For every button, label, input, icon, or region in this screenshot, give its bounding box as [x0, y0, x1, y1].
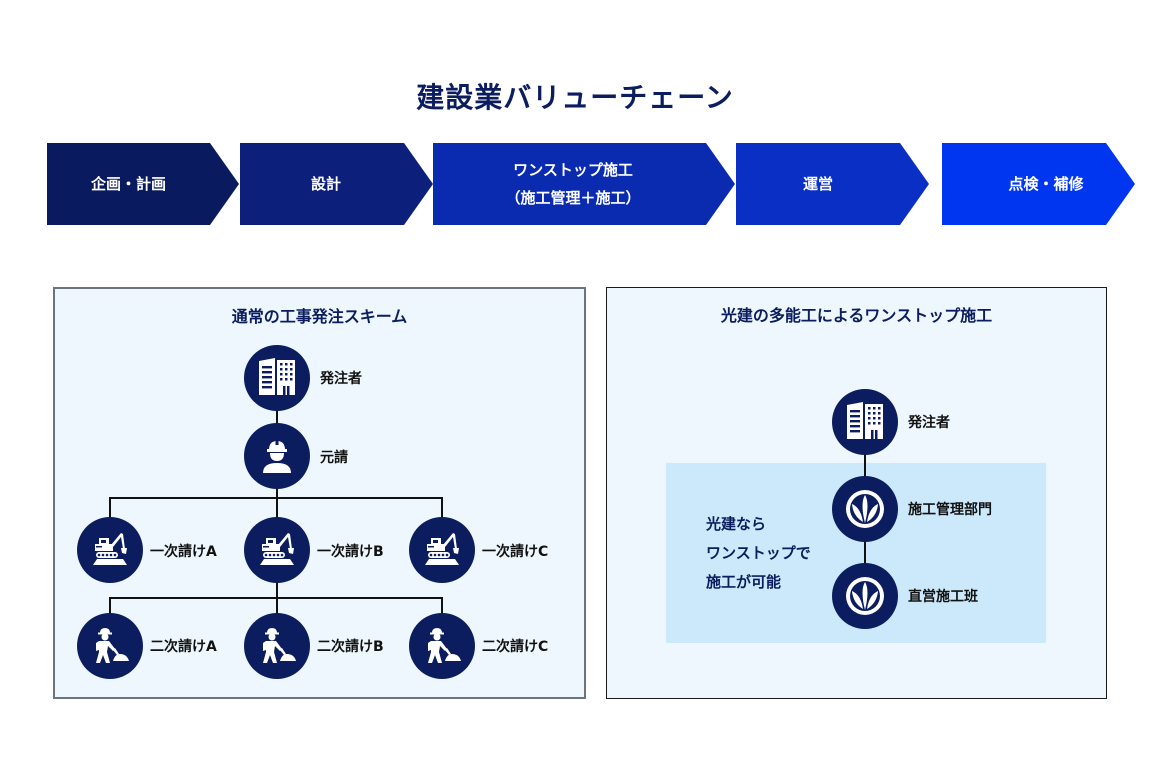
connector-line	[109, 497, 111, 521]
node-label-orderer: 発注者	[908, 415, 950, 431]
panel-title: 光建の多能工によるワンストップ施工	[720, 306, 993, 325]
connector-line	[864, 450, 866, 480]
node-label-crew: 直営施工班	[908, 589, 978, 605]
connector-line	[109, 597, 443, 599]
node-label-prime: 元請	[320, 450, 348, 466]
node-label-first-tier-c: 一次請けC	[482, 544, 549, 560]
connector-line	[441, 497, 443, 521]
excavator-icon	[77, 517, 143, 583]
building-icon	[832, 389, 898, 455]
company-logo-icon	[832, 476, 898, 542]
panel-title: 通常の工事発注スキーム	[231, 307, 408, 326]
chain-step-planning: 企画・計画	[90, 175, 166, 193]
connector-line	[864, 538, 866, 566]
chain-step-design: 設計	[310, 175, 341, 193]
chain-step-onestop: ワンストップ施工 （施工管理＋施工）	[505, 161, 641, 207]
node-label-first-tier-b: 一次請けB	[317, 544, 384, 560]
connector-line	[276, 497, 278, 521]
node-label-orderer: 発注者	[320, 371, 362, 387]
chain-step-operation: 運営	[802, 175, 833, 193]
building-icon	[244, 345, 310, 411]
chain-step-inspection: 点検・補修	[1008, 175, 1084, 193]
connector-line	[109, 597, 111, 617]
digging-worker-icon	[77, 613, 143, 679]
onestop-highlight-text: 光建なら ワンストップで 施工が可能	[706, 515, 811, 591]
page-title: 建設業バリューチェーン	[416, 81, 734, 114]
excavator-icon	[409, 517, 475, 583]
company-logo-icon	[832, 563, 898, 629]
excavator-icon	[244, 517, 310, 583]
node-label-management: 施工管理部門	[908, 502, 992, 518]
digging-worker-icon	[244, 613, 310, 679]
node-label-second-tier-b: 二次請けB	[317, 639, 384, 655]
node-label-second-tier-c: 二次請けC	[482, 639, 549, 655]
conventional-scheme-panel: 通常の工事発注スキーム	[53, 287, 586, 699]
connector-line	[441, 597, 443, 617]
node-label-first-tier-a: 一次請けA	[150, 544, 217, 560]
node-label-second-tier-a: 二次請けA	[150, 639, 217, 655]
digging-worker-icon	[409, 613, 475, 679]
connector-line	[276, 405, 278, 435]
worker-helmet-icon	[244, 423, 310, 489]
connector-line	[276, 485, 278, 499]
